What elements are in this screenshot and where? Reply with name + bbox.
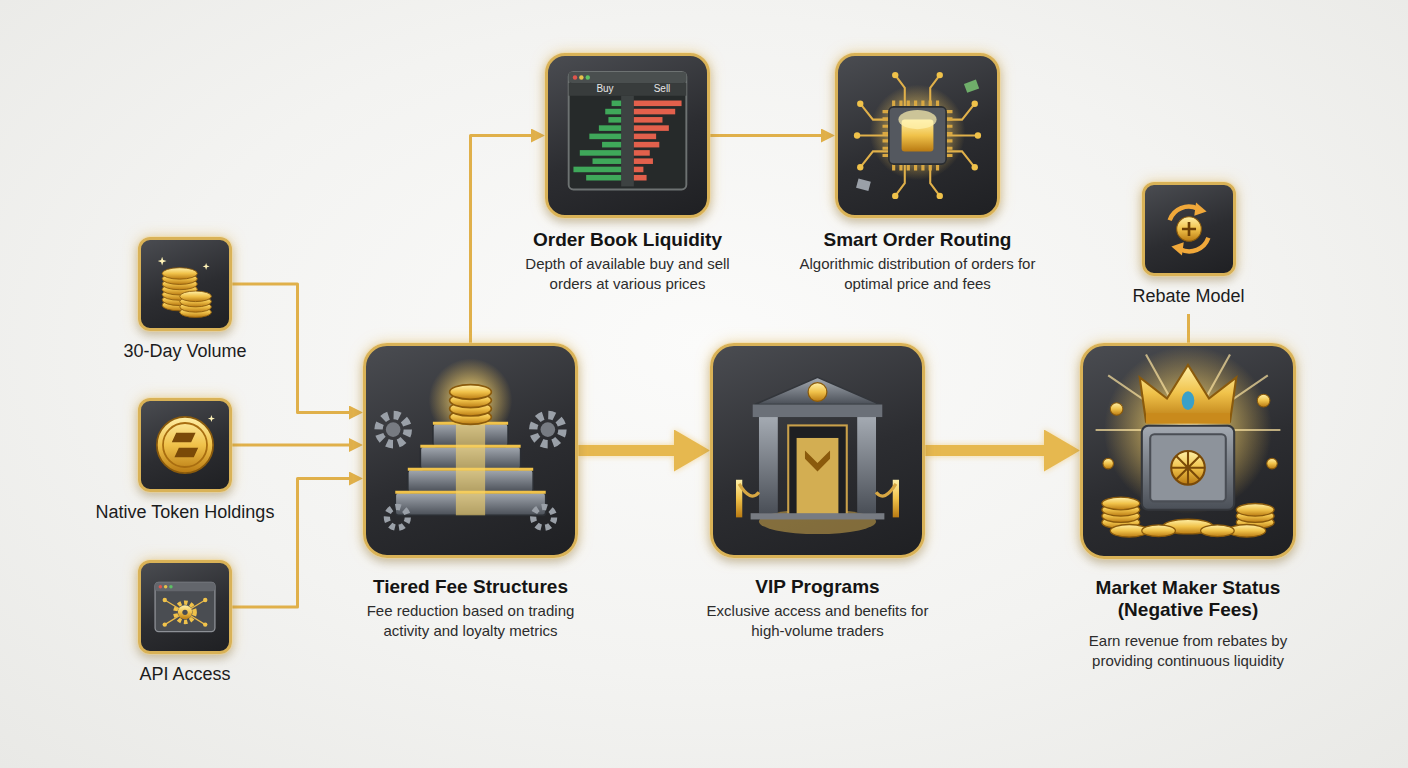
connector-arrow <box>232 444 349 447</box>
icon-graphic <box>379 359 563 528</box>
icon-illustration <box>548 56 707 215</box>
icon-node: Smart Order RoutingAlgorithmic distribut… <box>787 53 1049 294</box>
node-title: Tiered Fee Structures <box>341 576 601 598</box>
icon-illustration <box>366 346 575 555</box>
icon-graphic <box>158 257 212 318</box>
icon-illustration <box>1145 185 1233 273</box>
icon-tile <box>138 237 232 331</box>
icon-node: API Access <box>75 560 295 684</box>
node-title: Market Maker Status (Negative Fees) <box>1063 577 1313 621</box>
icon-tile <box>835 53 1000 218</box>
node-title: Native Token Holdings <box>75 502 295 522</box>
icon-illustration <box>838 56 997 215</box>
icon-tile <box>545 53 710 218</box>
node-description: Depth of available buy and sell orders a… <box>525 254 730 294</box>
node-description: Earn revenue from rebates by providing c… <box>1072 631 1304 671</box>
icon-tile <box>138 398 232 492</box>
flow-arrow <box>578 445 674 456</box>
icon-node: Rebate Model <box>1109 182 1269 306</box>
icon-node: Market Maker Status (Negative Fees) Earn … <box>1063 343 1313 671</box>
icon-illustration <box>713 346 922 555</box>
icon-graphic <box>1169 203 1208 256</box>
node-title: Rebate Model <box>1109 286 1269 306</box>
node-description: Fee reduction based on trading activity … <box>355 601 587 641</box>
node-title: VIP Programs <box>698 576 938 598</box>
icon-illustration <box>1083 346 1293 556</box>
label-holder: Buy <box>596 83 613 94</box>
icon-graphic <box>1096 346 1281 537</box>
connector-arrow <box>710 134 821 137</box>
icon-tile <box>710 343 925 558</box>
icon-tile <box>363 343 578 558</box>
icon-graphic <box>157 415 215 473</box>
icon-illustration <box>141 240 229 328</box>
icon-node: Tiered Fee StructuresFee reduction based… <box>341 343 601 641</box>
node-description: Algorithmic distribution of orders for o… <box>789 254 1047 294</box>
flow-arrow <box>925 445 1044 456</box>
icon-graphic <box>569 72 687 190</box>
node-title: API Access <box>75 664 295 684</box>
connector-arrow <box>232 284 349 413</box>
node-title: Smart Order Routing <box>787 229 1049 251</box>
icon-illustration <box>141 563 229 651</box>
icon-tile <box>138 560 232 654</box>
icon-graphic <box>155 582 215 631</box>
label-holder: Sell <box>654 83 671 94</box>
icon-tile <box>1142 182 1236 276</box>
icon-node: Native Token Holdings <box>75 398 295 522</box>
column-header: Sell <box>654 83 671 94</box>
connector-arrow <box>232 479 349 608</box>
icon-tile <box>1080 343 1296 559</box>
connector-arrow <box>1187 314 1190 343</box>
node-title: 30-Day Volume <box>75 341 295 361</box>
icon-graphic <box>736 377 899 534</box>
icon-node: VIP ProgramsExclusive access and benefit… <box>698 343 938 641</box>
node-description: Exclusive access and benefits for high-v… <box>705 601 930 641</box>
node-title: Order Book Liquidity <box>503 229 753 251</box>
icon-node: 30-Day Volume <box>75 237 295 361</box>
connector-arrow <box>471 136 532 344</box>
icon-graphic <box>854 72 981 199</box>
icon-illustration <box>141 401 229 489</box>
icon-node: Order Book LiquidityDepth of available b… <box>503 53 753 294</box>
column-header: Buy <box>596 83 613 94</box>
